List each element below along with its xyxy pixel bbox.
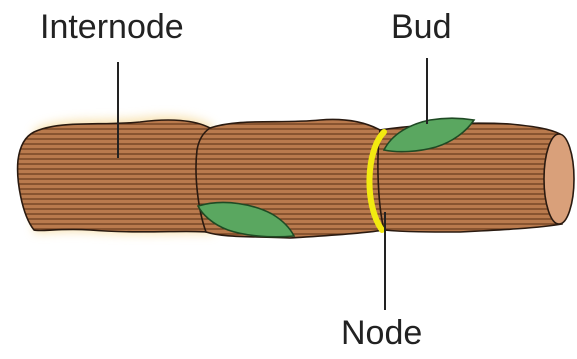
internode-label: Internode [40, 10, 184, 44]
stem-segment-left [18, 120, 210, 232]
node-label: Node [341, 316, 422, 350]
stem-cut-face [544, 134, 574, 224]
bud-label: Bud [391, 10, 452, 44]
